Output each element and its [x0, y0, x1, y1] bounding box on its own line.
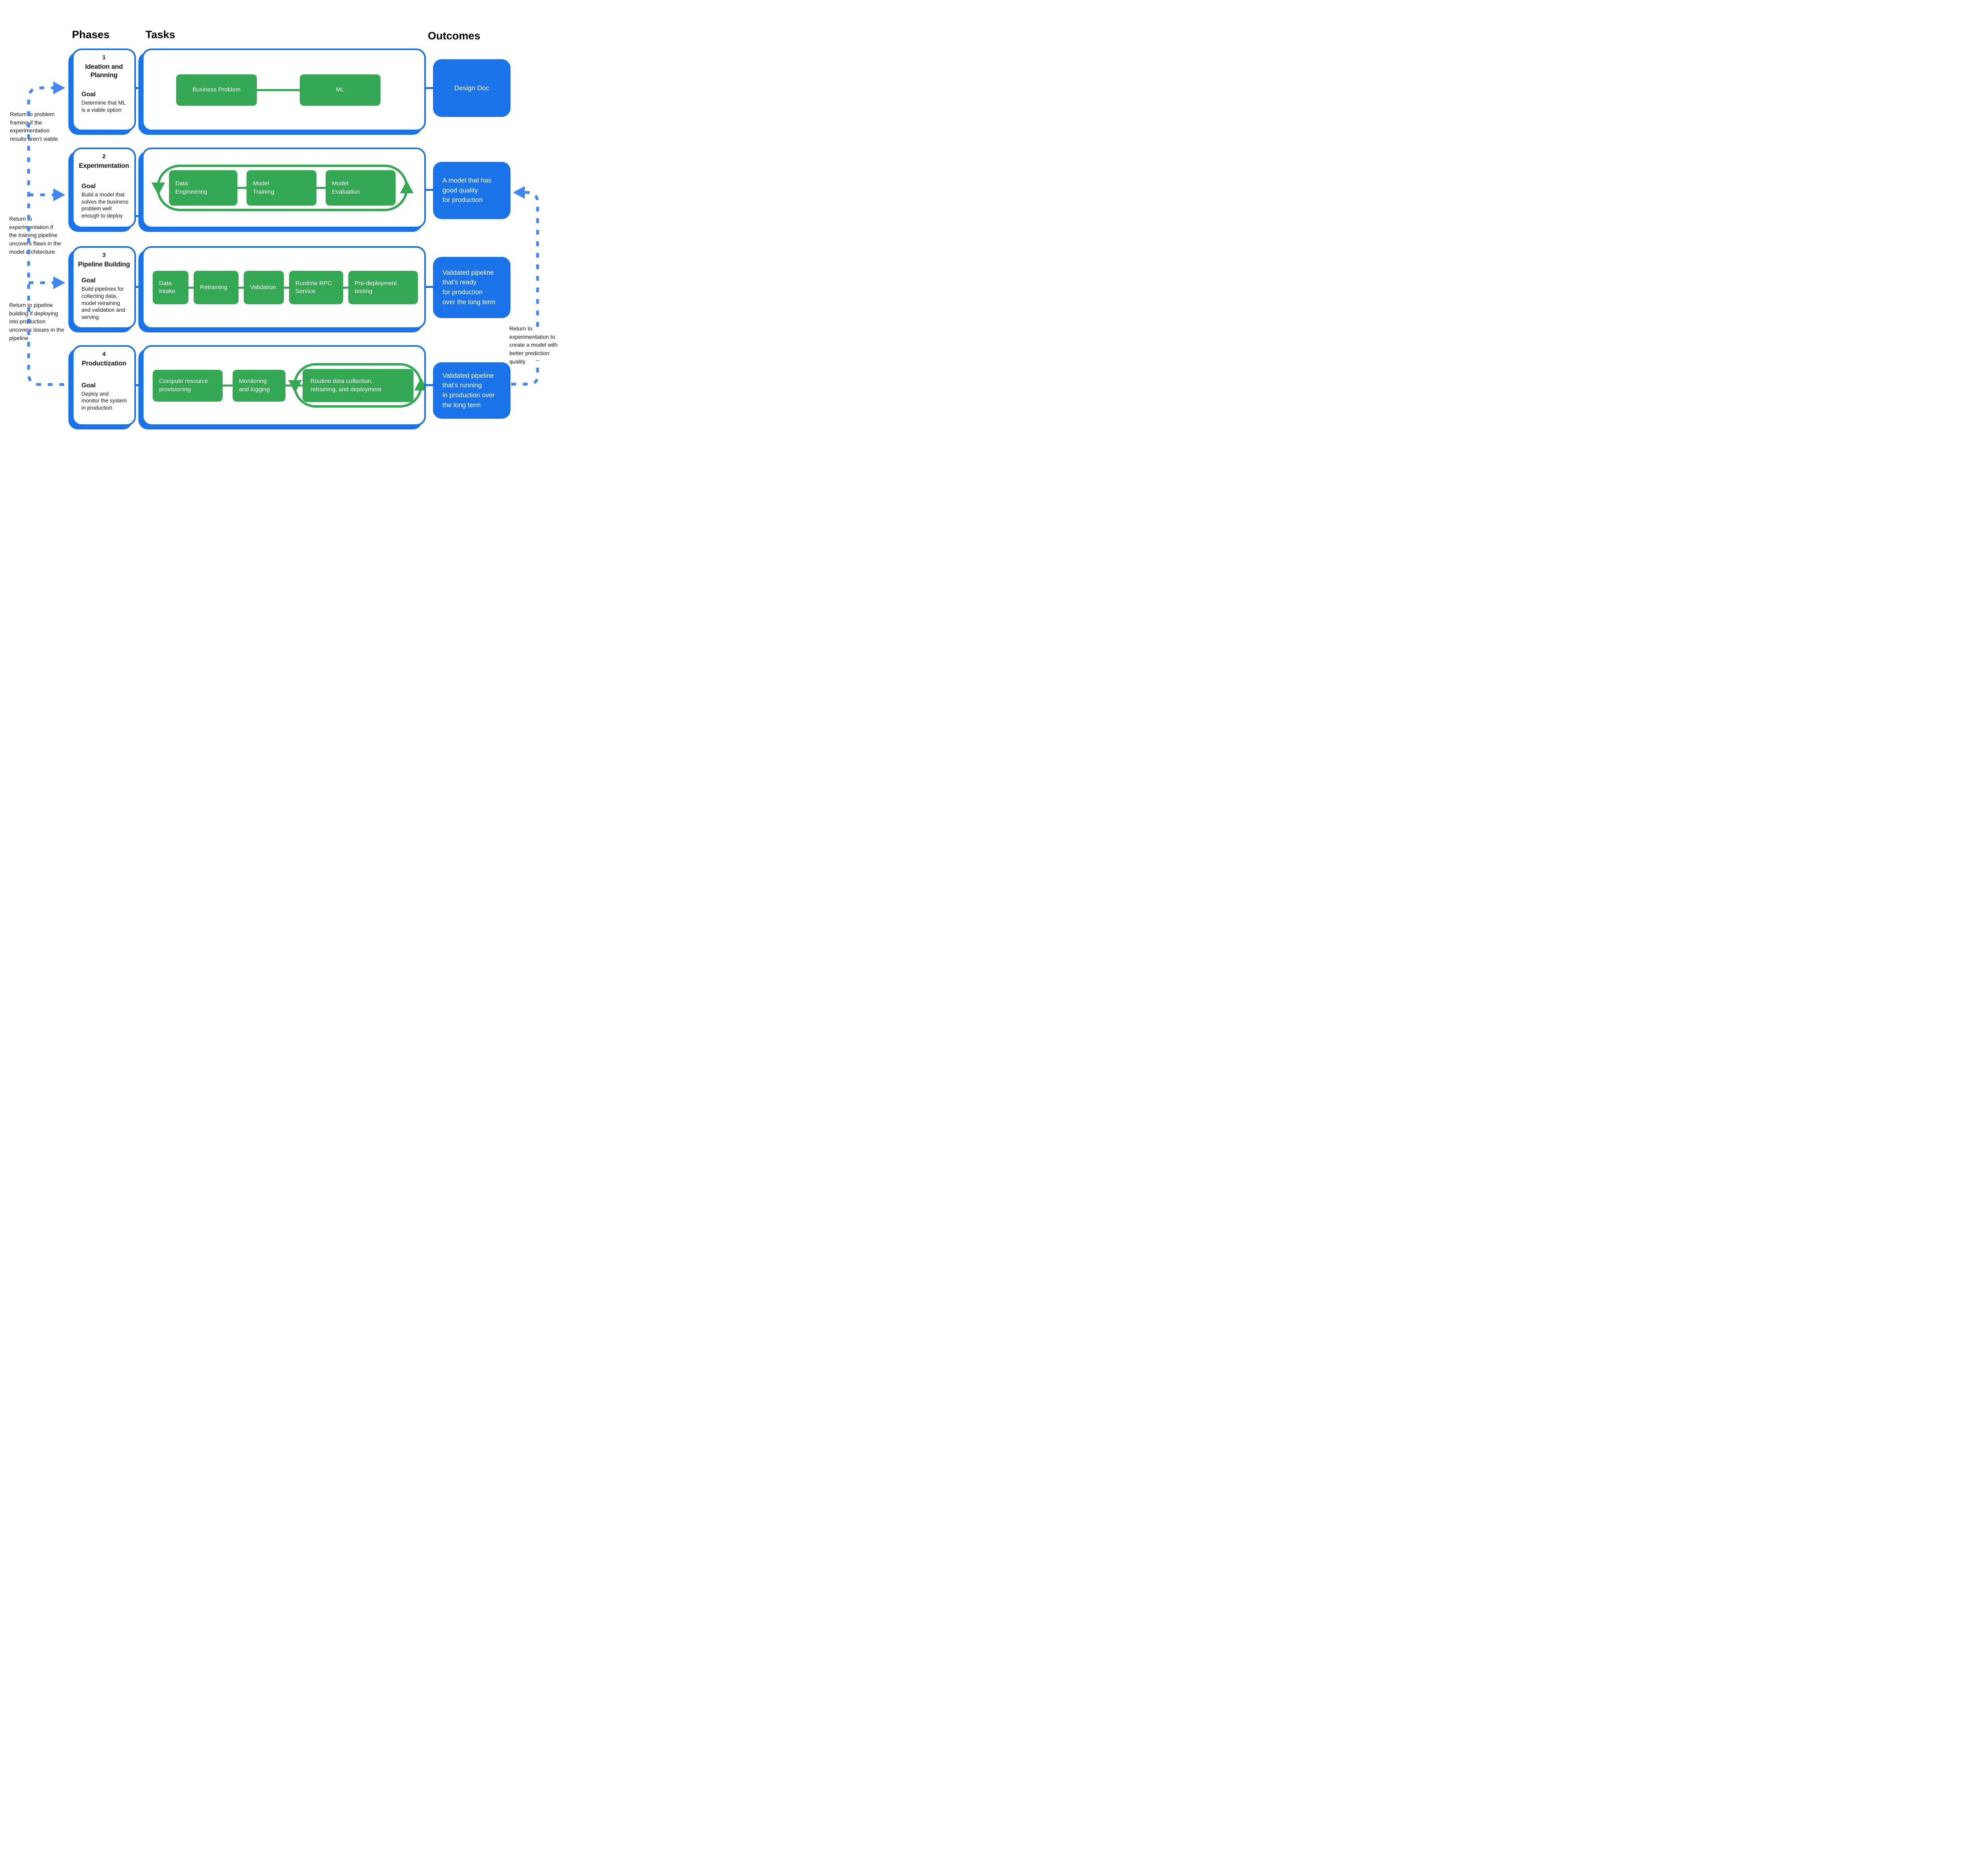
- phase-box-productization: 4 Productization Goal Deploy and monitor…: [72, 345, 136, 426]
- phases-column-header: Phases: [72, 29, 110, 41]
- note-return-problem-framing: Return to problem framing if the experim…: [10, 111, 58, 142]
- phase-title: Experimentation: [79, 162, 129, 169]
- loop-arrowhead-down-icon: [151, 183, 165, 195]
- task-box: Validation: [244, 271, 284, 304]
- task-connector-line: [188, 286, 194, 289]
- outcome-box-quality-model: A model that has good quality for produc…: [433, 162, 511, 219]
- goal-text: Build a model that solves the business p…: [82, 191, 128, 219]
- return-arrowhead-phase2-icon: [53, 188, 65, 201]
- phase-goal: Goal Build pipelines for collecting data…: [77, 277, 131, 321]
- cycle-loop-arrow: [151, 165, 414, 211]
- task-connector-line: [223, 385, 233, 387]
- phase-task-connector: [136, 384, 142, 386]
- note-return-pipeline-building: Return to pipeline building if deploying…: [9, 302, 64, 341]
- return-arrowhead-outcome2-icon: [513, 186, 525, 199]
- phase-box-ideation-planning: 1 Ideation and Planning Goal Determine t…: [72, 49, 136, 131]
- goal-text: Deploy and monitor the system in product…: [82, 390, 127, 411]
- phase-number: 2: [102, 153, 106, 160]
- phase-goal: Goal Build a model that solves the busin…: [77, 183, 131, 220]
- task-box: Data Intake: [153, 271, 188, 304]
- task-connector-line: [316, 187, 326, 189]
- task-box: ML: [300, 74, 381, 106]
- phase-task-connector: [136, 215, 142, 217]
- phase-title: Pipeline Building: [78, 261, 130, 268]
- outcome-box-validated-pipeline-ready: Validated pipeline that’s ready for prod…: [433, 257, 511, 318]
- task-connector-line: [237, 187, 247, 189]
- tasks-row-pipeline-building: Data Intake Retraining Validation Runtim…: [142, 246, 426, 329]
- task-connector-line: [285, 385, 303, 387]
- task-box: Data Engineering: [169, 170, 237, 206]
- loop-arrowhead-up-icon: [400, 181, 414, 193]
- return-arrowhead-phase1-icon: [53, 82, 65, 94]
- tasks-column-header: Tasks: [146, 29, 175, 41]
- task-box: Compute resource provisioning: [153, 369, 223, 402]
- task-connector-line: [284, 286, 289, 289]
- phase-goal: Goal Determine that ML is a viable optio…: [77, 91, 131, 114]
- phase-number: 1: [102, 54, 106, 61]
- task-connector-line: [343, 286, 348, 289]
- task-box: Model Evaluation: [326, 170, 396, 206]
- phase-number: 3: [102, 252, 106, 258]
- task-outcome-connector: [426, 87, 433, 89]
- goal-label: Goal: [82, 382, 96, 389]
- note-return-experimentation: Return to experimentation if the trainin…: [9, 216, 61, 255]
- phase-task-connector: [136, 87, 142, 89]
- tasks-row-ideation: Business Problem ML: [142, 49, 426, 131]
- outcome-box-validated-pipeline-running: Validated pipeline that’s running in pro…: [433, 362, 511, 419]
- task-box: Pre-deployment testing: [348, 271, 418, 304]
- phase-title: Ideation and Planning: [85, 63, 123, 79]
- task-box: Runtime RPC Service: [289, 271, 343, 304]
- note-return-experimentation-quality: Return to experimentation to create a mo…: [509, 325, 558, 365]
- phase-title: Productization: [82, 360, 126, 367]
- goal-label: Goal: [82, 277, 96, 284]
- phase-box-pipeline-building: 3 Pipeline Building Goal Build pipelines…: [72, 246, 136, 329]
- phase-number: 4: [102, 351, 106, 357]
- task-outcome-connector: [426, 189, 433, 191]
- right-return-rail-upper: [522, 191, 539, 327]
- loop-arrowhead-down-icon: [288, 380, 302, 393]
- task-box: Business Problem: [176, 74, 257, 106]
- mlops-phases-diagram: Phases Tasks Outcomes 1 Ideation and Pla…: [0, 0, 564, 465]
- tasks-row-experimentation: Data Engineering Model Training Model Ev…: [142, 148, 426, 228]
- task-outcome-connector: [426, 286, 433, 288]
- task-box: Monitoring and logging: [233, 369, 285, 402]
- tasks-row-productization: Compute resource provisioning Monitoring…: [142, 345, 426, 426]
- task-box: Retraining: [194, 271, 239, 304]
- goal-label: Goal: [82, 183, 96, 190]
- phase-box-experimentation: 2 Experimentation Goal Build a model tha…: [72, 148, 136, 228]
- outcomes-column-header: Outcomes: [428, 30, 481, 42]
- task-box: Routine data collection, retraining, and…: [303, 369, 414, 402]
- goal-text: Determine that ML is a viable option: [82, 100, 126, 113]
- task-box: Model Training: [247, 170, 316, 206]
- loop-arrowhead-up-icon: [414, 378, 424, 390]
- outcome-box-design-doc: Design Doc: [433, 59, 511, 117]
- goal-label: Goal: [82, 91, 96, 98]
- goal-text: Build pipelines for collecting data, mod…: [82, 286, 125, 321]
- task-outcome-connector: [426, 384, 433, 386]
- task-connector-line: [239, 286, 244, 289]
- phase-task-connector: [136, 286, 142, 288]
- phase-goal: Goal Deploy and monitor the system in pr…: [77, 382, 131, 412]
- task-connector-line: [257, 89, 300, 91]
- return-arrowhead-phase3-icon: [53, 276, 65, 289]
